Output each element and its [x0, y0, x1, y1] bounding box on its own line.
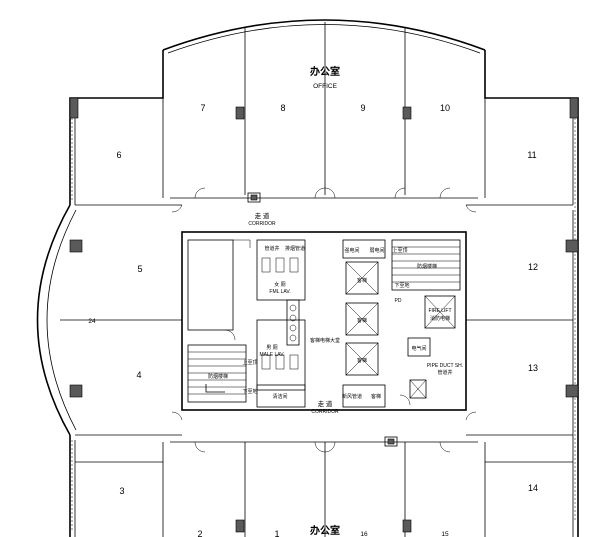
cleaner-label: 清洁间	[272, 393, 287, 400]
room-number-2: 2	[197, 529, 202, 537]
strong-current-label: 强电间	[344, 247, 359, 254]
smoke-exhaust-label: 排烟管道	[285, 245, 305, 252]
up-stair-left: 上至顶	[242, 359, 257, 366]
corridor-top-en: CORRIDOR	[248, 221, 276, 227]
elevator-lobby-label: 客梯电梯大堂	[310, 337, 340, 344]
title-cn-bottom: 办公室	[310, 524, 340, 537]
core-labels: 客梯电梯大堂 女 厕 FML LAV. 男 厕 MALE LAV. 清洁间 管道…	[208, 245, 463, 400]
female-wc-cn: 女 厕	[274, 281, 285, 288]
partitions-sides	[60, 319, 573, 537]
title-en: OFFICE	[313, 83, 337, 90]
structural-columns	[69, 97, 579, 533]
lift-1: 客梯	[357, 277, 367, 284]
fire-stair-left: 防烟楼梯	[208, 373, 228, 380]
room-number-14: 14	[528, 483, 538, 493]
up-stair-right: 上至顶	[392, 247, 407, 254]
service-core	[181, 231, 467, 411]
down-stair-left: 下至地	[242, 388, 257, 395]
pipe-duct-cn: 管道井	[437, 369, 452, 376]
room-numbers: 7 8 9 10 6 11 5 12 24 4 13 3 14 2 1 16 1…	[88, 103, 538, 537]
fire-lift-cn: 消防电梯	[430, 315, 450, 322]
pipe-duct-en: PIPE DUCT SH.	[427, 363, 463, 369]
lift-2: 客梯	[357, 317, 367, 324]
pd-label: PD	[395, 298, 402, 304]
down-stair-right: 下至地	[394, 282, 409, 289]
room-number-10: 10	[440, 103, 450, 113]
partitions-top	[75, 22, 573, 206]
male-wc-en: MALE LAV.	[259, 352, 284, 358]
title-cn: 办公室	[310, 65, 340, 78]
room-number-8: 8	[280, 103, 285, 113]
corridor-bottom-en: CORRIDOR	[311, 409, 339, 415]
male-wc-cn: 男 厕	[266, 345, 277, 351]
room-number-24: 24	[88, 318, 96, 325]
door-swings	[171, 187, 477, 453]
electric-label: 电气间	[411, 345, 426, 352]
room-number-16: 16	[360, 531, 368, 537]
corridor-top-cn: 走 道	[255, 211, 270, 220]
weak-current-label: 弱电间	[369, 247, 384, 254]
pipe-shaft-label-left: 管道井	[264, 245, 279, 252]
room-number-4: 4	[136, 370, 141, 380]
building-outline	[36, 19, 579, 537]
lift-3: 客梯	[357, 357, 367, 364]
room-number-9: 9	[360, 103, 365, 113]
room-number-11: 11	[527, 150, 536, 160]
room-number-3: 3	[119, 486, 124, 496]
room-number-1: 1	[274, 529, 279, 537]
room-number-7: 7	[200, 103, 205, 113]
room-number-5: 5	[137, 264, 142, 274]
fire-stair-right: 防烟楼梯	[417, 263, 437, 270]
lift-4: 客梯	[371, 393, 381, 400]
female-wc-en: FML LAV.	[269, 289, 290, 295]
fire-lift-en: FIRE LIFT	[428, 308, 451, 314]
room-number-6: 6	[116, 150, 121, 160]
room-number-15: 15	[441, 531, 449, 537]
room-number-13: 13	[528, 363, 538, 373]
air-duct-label: 新风管道	[342, 393, 362, 400]
corridor-bottom-cn: 走 道	[318, 399, 333, 408]
room-number-12: 12	[528, 262, 538, 272]
